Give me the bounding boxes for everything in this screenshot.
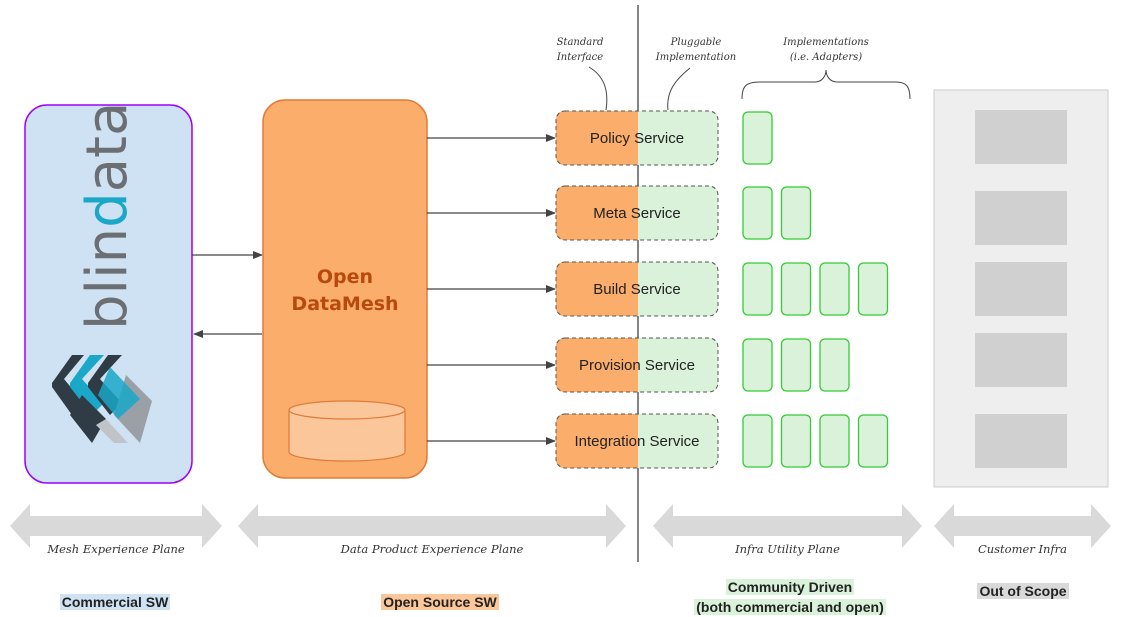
service-implementation-half <box>638 414 718 468</box>
community-driven-label: Community Driven (both commercial and op… <box>694 579 886 615</box>
open-datamesh-title-line2: DataMesh <box>291 293 398 315</box>
plane-label: Mesh Experience Plane <box>46 542 185 556</box>
service-box <box>555 110 719 166</box>
service-implementation-half <box>638 186 718 240</box>
adapter-box <box>742 262 773 316</box>
service-label: Meta Service <box>593 205 681 222</box>
svg-text:(i.e. Adapters): (i.e. Adapters) <box>790 52 862 63</box>
adapter-box <box>857 262 889 316</box>
customer-infra-block <box>975 191 1067 245</box>
service-label: Policy Service <box>590 130 684 147</box>
service-row: Policy Service <box>427 110 773 166</box>
svg-text:Implementations: Implementations <box>782 37 869 48</box>
annotation-implementations: Implementations (i.e. Adapters) <box>741 37 911 100</box>
customer-infra-block <box>975 262 1067 316</box>
service-interface-half <box>556 262 638 316</box>
plane-double-arrow <box>934 504 1111 548</box>
adapter-box <box>819 262 850 316</box>
svg-text:Pluggable: Pluggable <box>670 37 722 48</box>
adapter-box <box>742 414 773 468</box>
service-label: Integration Service <box>574 433 699 450</box>
customer-infra-block <box>975 333 1067 387</box>
adapter-box <box>780 186 812 240</box>
implementations-brace <box>741 69 911 100</box>
service-interface-half <box>556 111 638 165</box>
service-box <box>555 261 719 317</box>
adapter-box <box>780 262 812 316</box>
service-interface-half <box>556 338 638 392</box>
plane-label: Customer Infra <box>978 542 1067 556</box>
adapter-box <box>742 111 773 165</box>
service-box <box>555 337 719 393</box>
adapter-box <box>780 338 812 392</box>
plane-label: Infra Utility Plane <box>734 542 840 556</box>
annotation-standard-interface: Standard Interface <box>556 37 608 111</box>
adapter-box <box>742 338 773 392</box>
open-datamesh-title-line1: Open <box>317 266 373 288</box>
service-interface-half <box>556 186 638 240</box>
open-source-sw-label: Open Source SW <box>381 594 499 610</box>
customer-infra-block <box>975 110 1067 164</box>
service-interface-half <box>556 414 638 468</box>
annotation-pluggable-implementation: Pluggable Implementation <box>655 37 736 111</box>
adapter-box <box>819 414 850 468</box>
service-row: Build Service <box>427 261 889 317</box>
adapter-box <box>780 414 812 468</box>
customer-infra-block <box>975 414 1067 468</box>
service-label: Build Service <box>593 281 681 298</box>
blindata-wordmark: blindata <box>75 102 140 330</box>
service-box <box>555 185 719 241</box>
commercial-sw-label: Commercial SW <box>59 594 171 610</box>
svg-text:Implementation: Implementation <box>655 52 736 63</box>
adapter-box <box>742 186 773 240</box>
service-implementation-half <box>638 111 718 165</box>
out-of-scope-label: Out of Scope <box>977 583 1069 599</box>
plane-double-arrow <box>653 504 922 548</box>
plane-double-arrow <box>10 504 222 548</box>
service-row: Provision Service <box>427 337 850 393</box>
service-row: Integration Service <box>427 413 889 469</box>
service-row: Meta Service <box>427 185 812 241</box>
adapter-box <box>819 338 850 392</box>
blindata-logo-icon <box>52 355 152 443</box>
svg-text:Interface: Interface <box>556 52 603 63</box>
plane-double-arrow <box>238 504 626 548</box>
service-label: Provision Service <box>579 357 695 374</box>
service-implementation-half <box>638 338 718 392</box>
database-cylinder-icon <box>288 400 406 462</box>
planes-layer: Mesh Experience Plane Data Product Experi… <box>10 504 1111 556</box>
service-box <box>555 413 719 469</box>
svg-text:Standard: Standard <box>557 37 604 48</box>
adapter-box <box>857 414 889 468</box>
service-implementation-half <box>638 262 718 316</box>
plane-label: Data Product Experience Plane <box>340 542 524 556</box>
